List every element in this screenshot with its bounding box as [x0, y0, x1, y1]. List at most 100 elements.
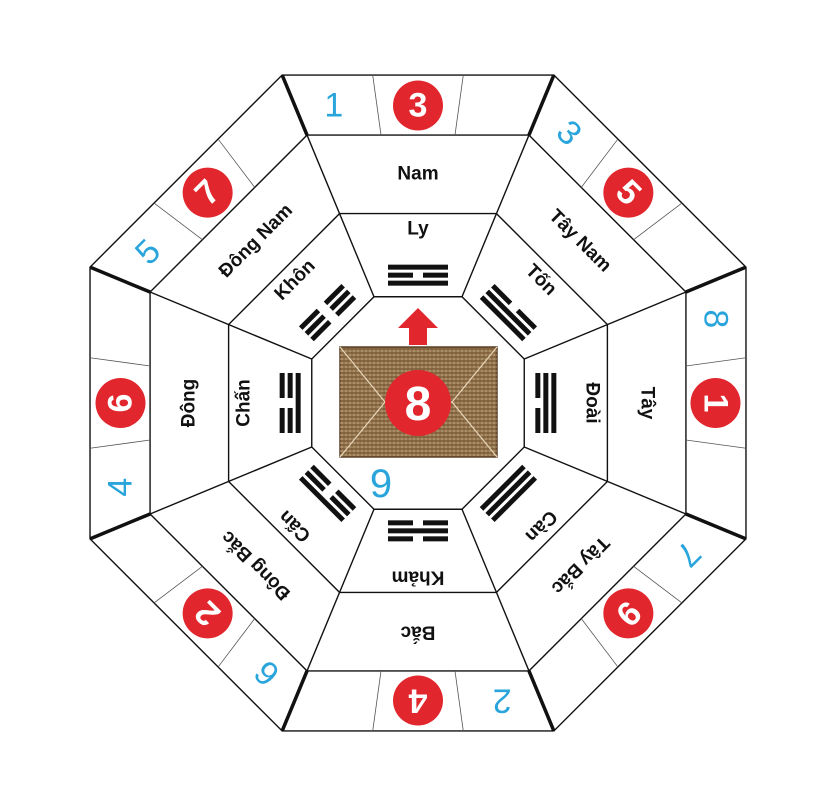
- yao-solid: [388, 528, 448, 534]
- sector-6: Chấn Đông 4 6: [95, 373, 301, 497]
- outer-divider: [280, 74, 309, 136]
- direction-label: Bắc: [400, 622, 435, 644]
- trigram-Càn-icon: [479, 464, 538, 523]
- trigram-Cấn-icon: [298, 464, 357, 523]
- sector-2: Đoài Tây 8 1: [535, 309, 741, 433]
- outer-divider: [685, 265, 747, 294]
- sector-divider: [306, 508, 375, 672]
- yao-broken: [423, 520, 448, 526]
- up-arrow-icon: [398, 308, 438, 345]
- outer-red-circle: [393, 675, 443, 726]
- yao-broken: [329, 289, 351, 311]
- yao-broken: [388, 520, 413, 526]
- outer-divider: [527, 670, 556, 732]
- outer-blue-number: 2: [493, 681, 512, 719]
- trigram-label: Đoài: [581, 382, 602, 423]
- outer-blue-number: 1: [324, 87, 343, 125]
- outer-red-number: 3: [409, 87, 428, 125]
- direction-label: Đông: [178, 379, 199, 428]
- outer-divider: [89, 265, 151, 294]
- outer-red-circle: [603, 588, 654, 639]
- yao-solid: [388, 280, 448, 286]
- sector-divider: [149, 446, 313, 515]
- yao-broken: [515, 308, 538, 330]
- direction-label: Tây Nam: [545, 206, 616, 277]
- outer-blue-number: 7: [668, 534, 708, 574]
- roof-ridge: [451, 401, 498, 458]
- yao-solid: [388, 264, 448, 270]
- yao-broken: [287, 373, 293, 398]
- yao-broken: [423, 536, 448, 542]
- cell-divider: [633, 202, 683, 241]
- direction-label: Nam: [397, 163, 438, 184]
- outer-divider: [527, 74, 556, 136]
- yao-solid: [485, 289, 532, 336]
- sector-divider: [461, 134, 530, 298]
- yao-solid: [551, 373, 557, 433]
- outer-red-circle: [393, 80, 443, 131]
- yao-solid: [543, 373, 549, 433]
- yao-broken: [388, 272, 413, 278]
- yao-broken: [335, 295, 357, 317]
- yao-broken: [310, 320, 332, 342]
- yao-broken: [491, 283, 513, 306]
- yao-broken: [304, 470, 326, 492]
- yao-broken: [279, 408, 285, 433]
- outer-red-number: 1: [696, 394, 734, 413]
- cell-divider: [153, 565, 203, 604]
- cell-divider: [153, 202, 203, 241]
- trigram-Khôn-icon: [298, 283, 357, 342]
- outer-blue-number: 3: [549, 113, 589, 153]
- cell-divider: [217, 138, 256, 188]
- outer-blue-number: 6: [247, 653, 287, 693]
- outer-red-circle: [95, 378, 146, 428]
- direction-label: Tây: [637, 387, 658, 420]
- outer-blue-number: 5: [128, 232, 168, 272]
- roof-ridge: [339, 346, 386, 403]
- trigram-Đoài-icon: [535, 373, 557, 433]
- sector-divider: [461, 508, 530, 672]
- trigram-label: Cấn: [275, 506, 315, 546]
- yao-broken: [388, 536, 413, 542]
- yao-broken: [335, 489, 357, 511]
- center-blue-number: 9: [370, 462, 392, 506]
- trigram-label: Ly: [407, 219, 429, 240]
- yao-broken: [279, 373, 285, 398]
- yao-broken: [310, 464, 332, 486]
- trigram-label: Khảm: [392, 566, 445, 587]
- outer-red-circle: [690, 378, 741, 428]
- cell-divider: [454, 670, 464, 732]
- cell-divider: [685, 357, 747, 367]
- yao-broken: [535, 408, 541, 433]
- outer-red-number: 6: [102, 394, 140, 413]
- trigram-label: Khôn: [271, 256, 320, 305]
- cell-divider: [580, 618, 619, 668]
- outer-blue-number: 4: [102, 478, 140, 497]
- yao-solid: [491, 476, 538, 523]
- outer-blue-number: 8: [696, 309, 734, 328]
- trigram-Chấn-icon: [279, 373, 301, 433]
- outer-divider: [685, 512, 747, 541]
- trigram-label: Tốn: [521, 260, 560, 299]
- outer-red-circle: [182, 167, 233, 218]
- cell-divider: [372, 670, 382, 732]
- center-red-circle: [385, 370, 451, 436]
- yao-solid: [485, 470, 532, 517]
- sector-divider: [306, 134, 375, 298]
- yao-broken: [329, 495, 351, 517]
- cell-divider: [89, 439, 151, 449]
- trigram-label: Càn: [521, 506, 561, 546]
- yao-solid: [479, 295, 526, 342]
- center-red-number: 8: [405, 378, 432, 431]
- yao-broken: [304, 314, 326, 336]
- outer-red-circle: [182, 588, 233, 639]
- trigram-label: Chấn: [234, 379, 255, 427]
- cell-divider: [372, 74, 382, 136]
